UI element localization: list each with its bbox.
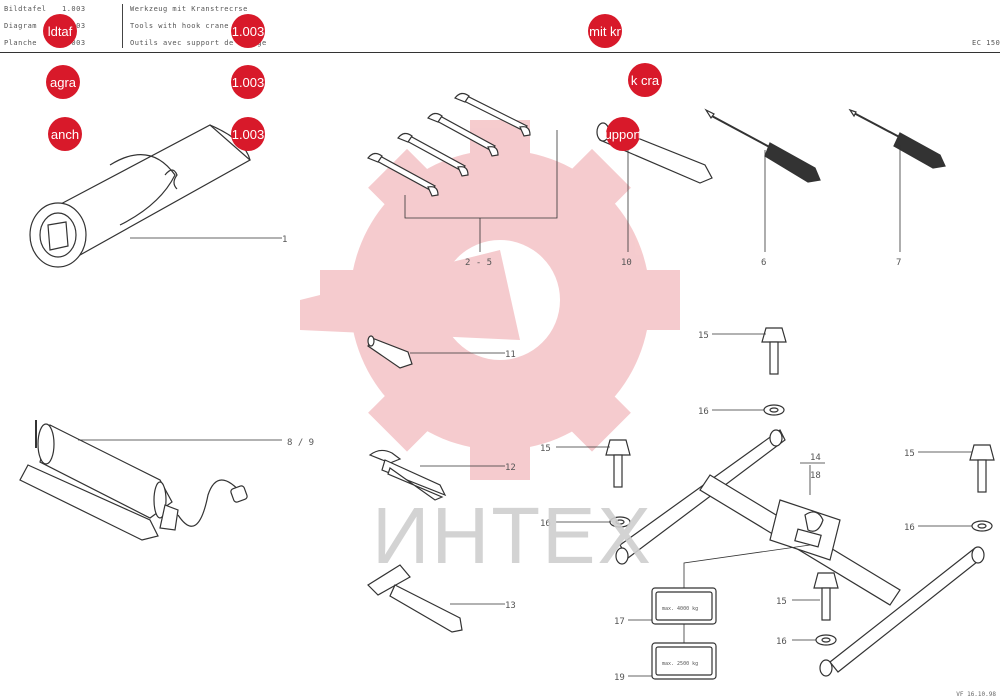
callout-18: 18 xyxy=(810,471,821,481)
callout-13: 13 xyxy=(505,601,516,611)
callout-15-left: 15 xyxy=(540,444,551,454)
callout-15-right: 15 xyxy=(904,449,915,459)
badge-code-2: 1.003 xyxy=(231,65,265,99)
bolt-left xyxy=(556,439,631,528)
badge-code-1: 1.003 xyxy=(231,14,265,48)
pliers xyxy=(368,449,505,501)
header-title-en: Tools with hook crane load xyxy=(130,22,253,30)
footer-date: VF 16.10.98 xyxy=(956,691,996,698)
tool-roll xyxy=(29,124,282,268)
header-title-de: Werkzeug mit Kranstrecrse xyxy=(130,5,248,13)
load-plate-17 xyxy=(628,544,811,625)
callout-15-lower: 15 xyxy=(776,597,787,607)
plate-19-text: max. 2500 kg xyxy=(662,661,698,667)
callout-17: 17 xyxy=(614,617,625,627)
watermark-gear-icon xyxy=(300,120,680,480)
header-divider xyxy=(122,4,123,48)
badge-support: upport xyxy=(606,117,640,151)
badge-mit-kr: mit kr xyxy=(588,14,622,48)
callout-2-5: 2 - 5 xyxy=(465,258,492,268)
callout-11: 11 xyxy=(505,350,516,360)
callout-15-upper: 15 xyxy=(698,331,709,341)
callout-1: 1 xyxy=(282,235,287,245)
callout-8-9: 8 / 9 xyxy=(287,438,314,448)
load-plate-19 xyxy=(628,624,717,680)
screwdriver-cross xyxy=(848,108,946,252)
header-model-code: EC 150 xyxy=(972,39,1000,47)
header-label-2: Diagram xyxy=(4,22,38,30)
badge-planche: anch xyxy=(48,117,82,151)
callout-16-lower: 16 xyxy=(776,637,787,647)
hammer xyxy=(367,564,505,633)
header-rule xyxy=(0,52,1000,53)
callout-10: 10 xyxy=(621,258,632,268)
screwdriver-flat xyxy=(704,108,821,252)
callout-16-left: 16 xyxy=(540,519,551,529)
callout-19: 19 xyxy=(614,673,625,683)
callout-7: 7 xyxy=(896,258,901,268)
callout-12: 12 xyxy=(505,463,516,473)
bolt-lower xyxy=(792,572,839,646)
grease-gun xyxy=(19,420,282,541)
bolt-right xyxy=(918,444,995,532)
badge-diagram: agra xyxy=(46,65,80,99)
wrench-set xyxy=(367,92,558,252)
header-code-1: 1.003 xyxy=(62,5,86,13)
header-title-fr: Outils avec support de levage xyxy=(130,39,267,47)
callout-14: 14 xyxy=(810,453,821,463)
callout-6: 6 xyxy=(761,258,766,268)
badge-crane: k cra xyxy=(628,63,662,97)
drift-pin xyxy=(367,335,505,369)
watermark-text: ИНТЕХ xyxy=(372,491,653,580)
header-label-1: Bildtafel xyxy=(4,5,47,13)
header-code-3: 1.003 xyxy=(62,39,86,47)
header-label-3: Planche xyxy=(4,39,38,47)
bolt-upper xyxy=(712,327,787,416)
badge-bildtafel: ldtaf xyxy=(43,14,77,48)
callout-16-upper: 16 xyxy=(698,407,709,417)
plate-17-text: max. 4000 kg xyxy=(662,606,698,612)
badge-code-3: 1.003 xyxy=(231,117,265,151)
lifting-frame xyxy=(615,429,985,677)
callout-16-right: 16 xyxy=(904,523,915,533)
